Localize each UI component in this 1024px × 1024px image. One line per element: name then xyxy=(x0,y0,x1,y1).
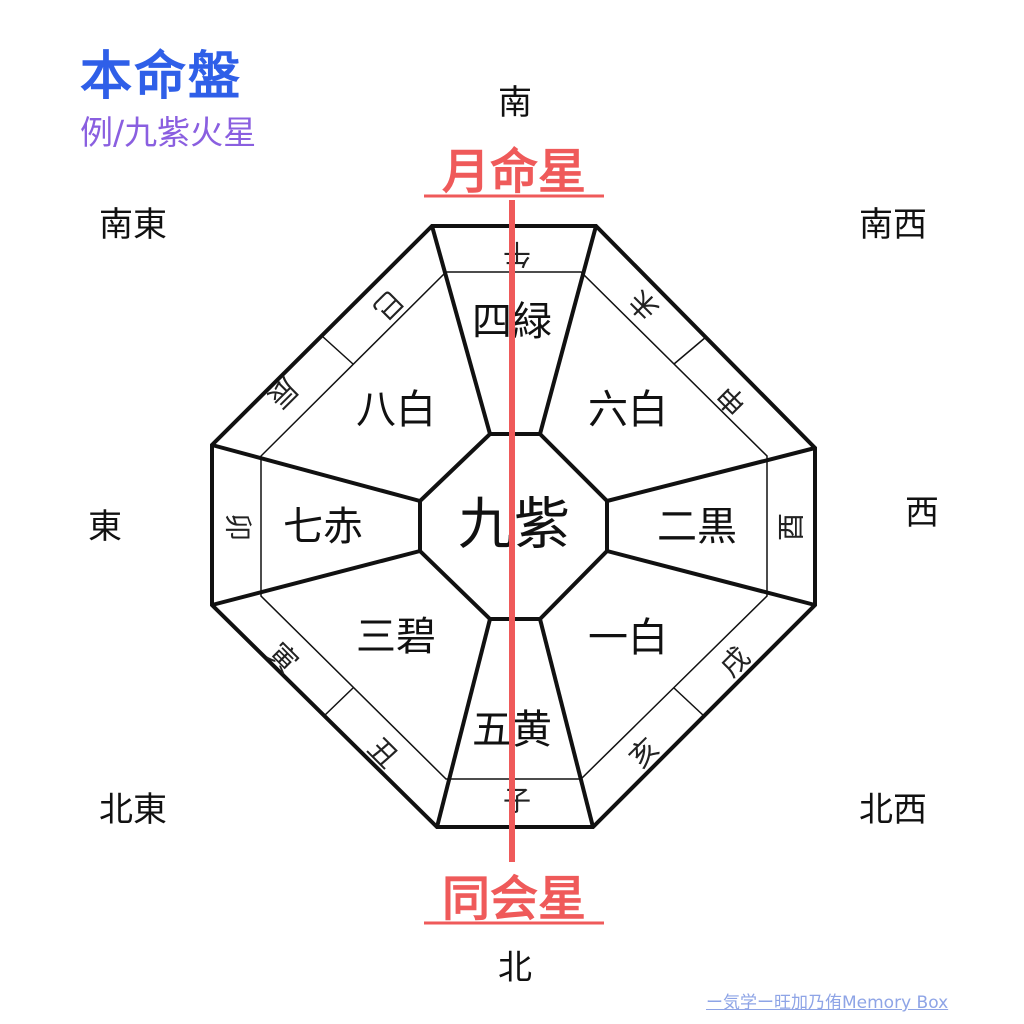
star-east: 七赤 xyxy=(283,504,363,550)
direction-east: 東 xyxy=(88,507,122,547)
marker-bottom: 同会星 xyxy=(442,871,586,927)
direction-south: 南 xyxy=(498,83,532,123)
zodiac-tori: 酉 xyxy=(775,513,808,541)
octagon-lines xyxy=(210,224,817,829)
zodiac-i: 亥 xyxy=(622,731,665,774)
zodiac-tatsu: 辰 xyxy=(261,371,304,414)
direction-labels: 南 南東 南西 東 西 北東 北西 北 xyxy=(88,83,939,988)
zodiac-inu: 戌 xyxy=(713,640,756,683)
star-west: 二黒 xyxy=(657,504,737,550)
star-northeast: 三碧 xyxy=(356,614,436,660)
zodiac-mi: 巳 xyxy=(366,283,409,326)
zodiac-dividers xyxy=(321,335,707,717)
page-title: 本命盤 xyxy=(80,47,243,107)
direction-southwest: 南西 xyxy=(859,205,927,245)
direction-northeast: 北東 xyxy=(99,790,167,830)
zodiac-ne: 子 xyxy=(503,785,531,818)
zodiac-ushi: 丑 xyxy=(361,731,404,774)
zodiac-tora: 寅 xyxy=(261,636,304,679)
page-subtitle: 例/九紫火星 xyxy=(80,113,257,152)
spokes xyxy=(211,225,816,828)
star-northwest: 一白 xyxy=(588,615,668,661)
direction-southeast: 南東 xyxy=(99,205,167,245)
direction-north: 北 xyxy=(498,948,532,988)
zodiac-uma: 午 xyxy=(503,238,531,271)
direction-northwest: 北西 xyxy=(859,790,927,830)
star-southwest: 六白 xyxy=(588,387,668,433)
zodiac-saru: 申 xyxy=(710,378,753,421)
credit-watermark: ー気学ー旺加乃侑Memory Box xyxy=(706,993,949,1013)
direction-west: 西 xyxy=(905,493,939,533)
marker-top: 月命星 xyxy=(442,144,586,200)
zodiac-u: 卯 xyxy=(222,513,255,541)
star-southeast: 八白 xyxy=(356,387,436,433)
